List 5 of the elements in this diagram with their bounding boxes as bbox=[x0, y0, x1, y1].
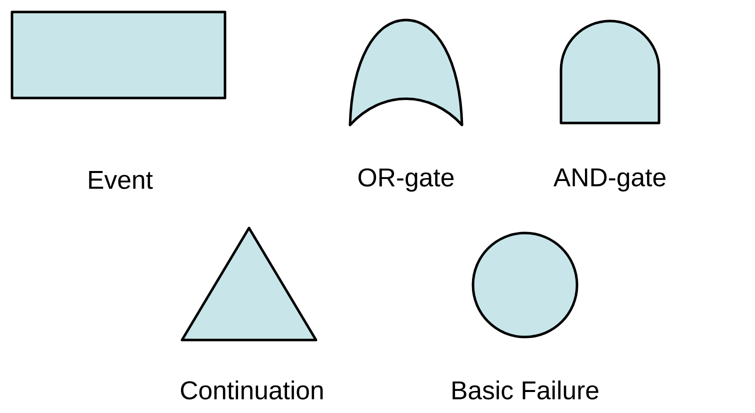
shape-label: OR-gate bbox=[358, 168, 454, 192]
shape-label: Event bbox=[89, 171, 153, 189]
shape-label: Continuation bbox=[180, 380, 323, 400]
shape-label: AND-gate bbox=[553, 168, 666, 192]
shape-label: Basic Failure bbox=[452, 380, 598, 400]
